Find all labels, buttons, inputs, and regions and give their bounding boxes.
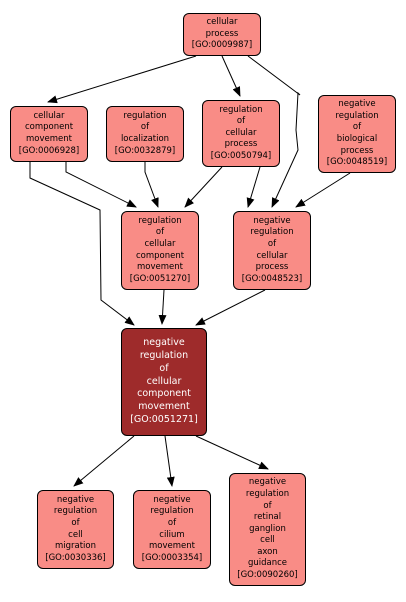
edge-regulation-of-cellular-process-to-regulation-of-cellular-component-movement <box>184 166 223 208</box>
node-label-line: negative <box>153 494 191 505</box>
node-label-line: regulation <box>150 506 194 517</box>
edge-negative-regulation-of-cellular-process-to-negative-regulation-of-cellular-component-movement <box>195 289 266 326</box>
node-regulation-of-cellular-process[interactable]: regulation of cellular process [GO:00507… <box>202 100 280 167</box>
node-label-line: of <box>140 122 150 133</box>
edge-cellular-process-to-regulation-of-cellular-process <box>221 55 241 97</box>
node-label-line: of <box>155 227 165 238</box>
edge-cellular-process-to-cellular-component-movement <box>47 55 197 104</box>
node-label-line: regulation <box>335 110 379 121</box>
edge-cellular-component-movement-to-negative-regulation-of-cellular-component-movement <box>29 162 135 326</box>
node-label-line: regulation <box>53 506 98 517</box>
node-label-line: process <box>255 262 289 273</box>
node-negative-regulation-of-cilium-movement[interactable]: negative regulation of cilium movement [… <box>133 490 211 569</box>
node-label-line: process <box>340 145 374 156</box>
node-label-line: cell <box>260 535 275 546</box>
node-label-line: component <box>137 388 191 400</box>
edge-negative-regulation-of-cellular-component-movement-to-negative-regulation-of-cilium-movement <box>164 435 175 487</box>
node-go-id: [GO:0090260] <box>237 570 298 581</box>
node-go-id: [GO:0030336] <box>45 552 106 563</box>
node-go-id: [GO:0050794] <box>210 150 272 161</box>
node-label-line: negative <box>253 215 291 226</box>
node-label-line: component <box>135 250 185 261</box>
edge-negative-regulation-of-cellular-component-movement-to-negative-regulation-of-retinal-ganglion-cell-axon-guidance <box>195 435 269 470</box>
node-label-line: regulation <box>139 350 189 361</box>
node-go-id: [GO:0051271] <box>130 413 198 425</box>
node-regulation-of-cellular-component-movement[interactable]: regulation of cellular component movemen… <box>121 211 199 290</box>
node-label-line: component <box>24 122 74 133</box>
edge-cellular-component-movement-to-regulation-of-cellular-component-movement <box>65 162 137 208</box>
edge-negative-regulation-of-biological-process-to-negative-regulation-of-cellular-process <box>295 172 351 208</box>
node-label-line: cellular <box>225 127 257 138</box>
node-label-line: regulation <box>138 215 182 226</box>
node-label-line: of <box>167 517 177 528</box>
node-go-id: [GO:0009987] <box>191 40 253 51</box>
edge-cellular-process-to-negative-regulation-of-cellular-process <box>247 55 301 208</box>
node-label-line: negative <box>248 477 287 488</box>
node-label-line: of <box>263 500 272 511</box>
node-label-line: movement <box>26 134 72 144</box>
node-label-line: regulation <box>250 227 294 238</box>
node-label-line: regulation <box>245 488 290 499</box>
node-go-id: [GO:0003354] <box>141 552 203 563</box>
edge-regulation-of-localization-to-regulation-of-cellular-component-movement <box>144 162 159 208</box>
node-label-line: cilium <box>159 529 185 540</box>
node-label-line: negative <box>143 337 185 349</box>
node-label-line: regulation <box>219 104 263 115</box>
node-label-line: process <box>224 139 258 150</box>
node-label-line: movement <box>138 401 190 413</box>
node-label-line: of <box>71 517 80 528</box>
node-go-id: [GO:0032879] <box>114 145 176 156</box>
node-cellular-process[interactable]: cellular process [GO:0009987] <box>183 13 261 56</box>
node-label-line: movement <box>137 262 183 273</box>
node-label-line: cellular <box>144 238 176 249</box>
node-label-line: cell <box>68 529 83 540</box>
node-label-line: guidance <box>247 558 288 569</box>
node-label-line: ganglion <box>249 523 286 534</box>
node-label-line: of <box>236 116 246 127</box>
node-label-line: of <box>267 238 277 249</box>
node-label-line: negative <box>56 494 95 505</box>
node-label-line: regulation <box>123 110 167 121</box>
node-go-id: [GO:0006928] <box>18 145 80 156</box>
node-label-line: retinal <box>253 512 282 523</box>
node-label-line: process <box>205 28 239 39</box>
node-negative-regulation-of-cellular-process[interactable]: negative regulation of cellular process … <box>233 211 311 290</box>
edge-regulation-of-cellular-process-to-negative-regulation-of-cellular-process <box>246 166 261 208</box>
node-label-line: of <box>159 362 169 374</box>
node-label-line: axon <box>257 546 278 557</box>
node-label-line: migration <box>54 541 97 552</box>
node-negative-regulation-of-cell-migration[interactable]: negative regulation of cell migration [G… <box>37 490 114 569</box>
node-cellular-component-movement[interactable]: cellular component movement [GO:0006928] <box>10 106 88 162</box>
node-negative-regulation-of-cellular-component-movement[interactable]: negative regulation of cellular componen… <box>121 328 207 436</box>
node-label-line: negative <box>338 99 376 110</box>
edge-negative-regulation-of-cellular-component-movement-to-negative-regulation-of-cell-migration <box>73 435 135 487</box>
edge-regulation-of-cellular-component-movement-to-negative-regulation-of-cellular-component-movement <box>158 289 167 325</box>
node-label-line: localization <box>120 134 170 144</box>
node-label-line: cellular <box>206 17 238 28</box>
node-go-id: [GO:0051270] <box>129 273 191 284</box>
node-regulation-of-localization[interactable]: regulation of localization [GO:0032879] <box>106 106 184 162</box>
node-label-line: cellular <box>146 375 182 387</box>
node-go-id: [GO:0048523] <box>241 273 303 284</box>
node-label-line: biological <box>336 134 378 144</box>
node-label-line: movement <box>149 541 195 552</box>
node-label-line: cellular <box>256 250 288 261</box>
node-label-line: of <box>352 122 362 133</box>
node-label-line: cellular <box>33 110 65 121</box>
node-negative-regulation-of-retinal-ganglion-cell-axon-guidance[interactable]: negative regulation of retinal ganglion … <box>229 473 306 586</box>
node-negative-regulation-of-biological-process[interactable]: negative regulation of biological proces… <box>318 95 396 173</box>
node-go-id: [GO:0048519] <box>326 157 388 168</box>
